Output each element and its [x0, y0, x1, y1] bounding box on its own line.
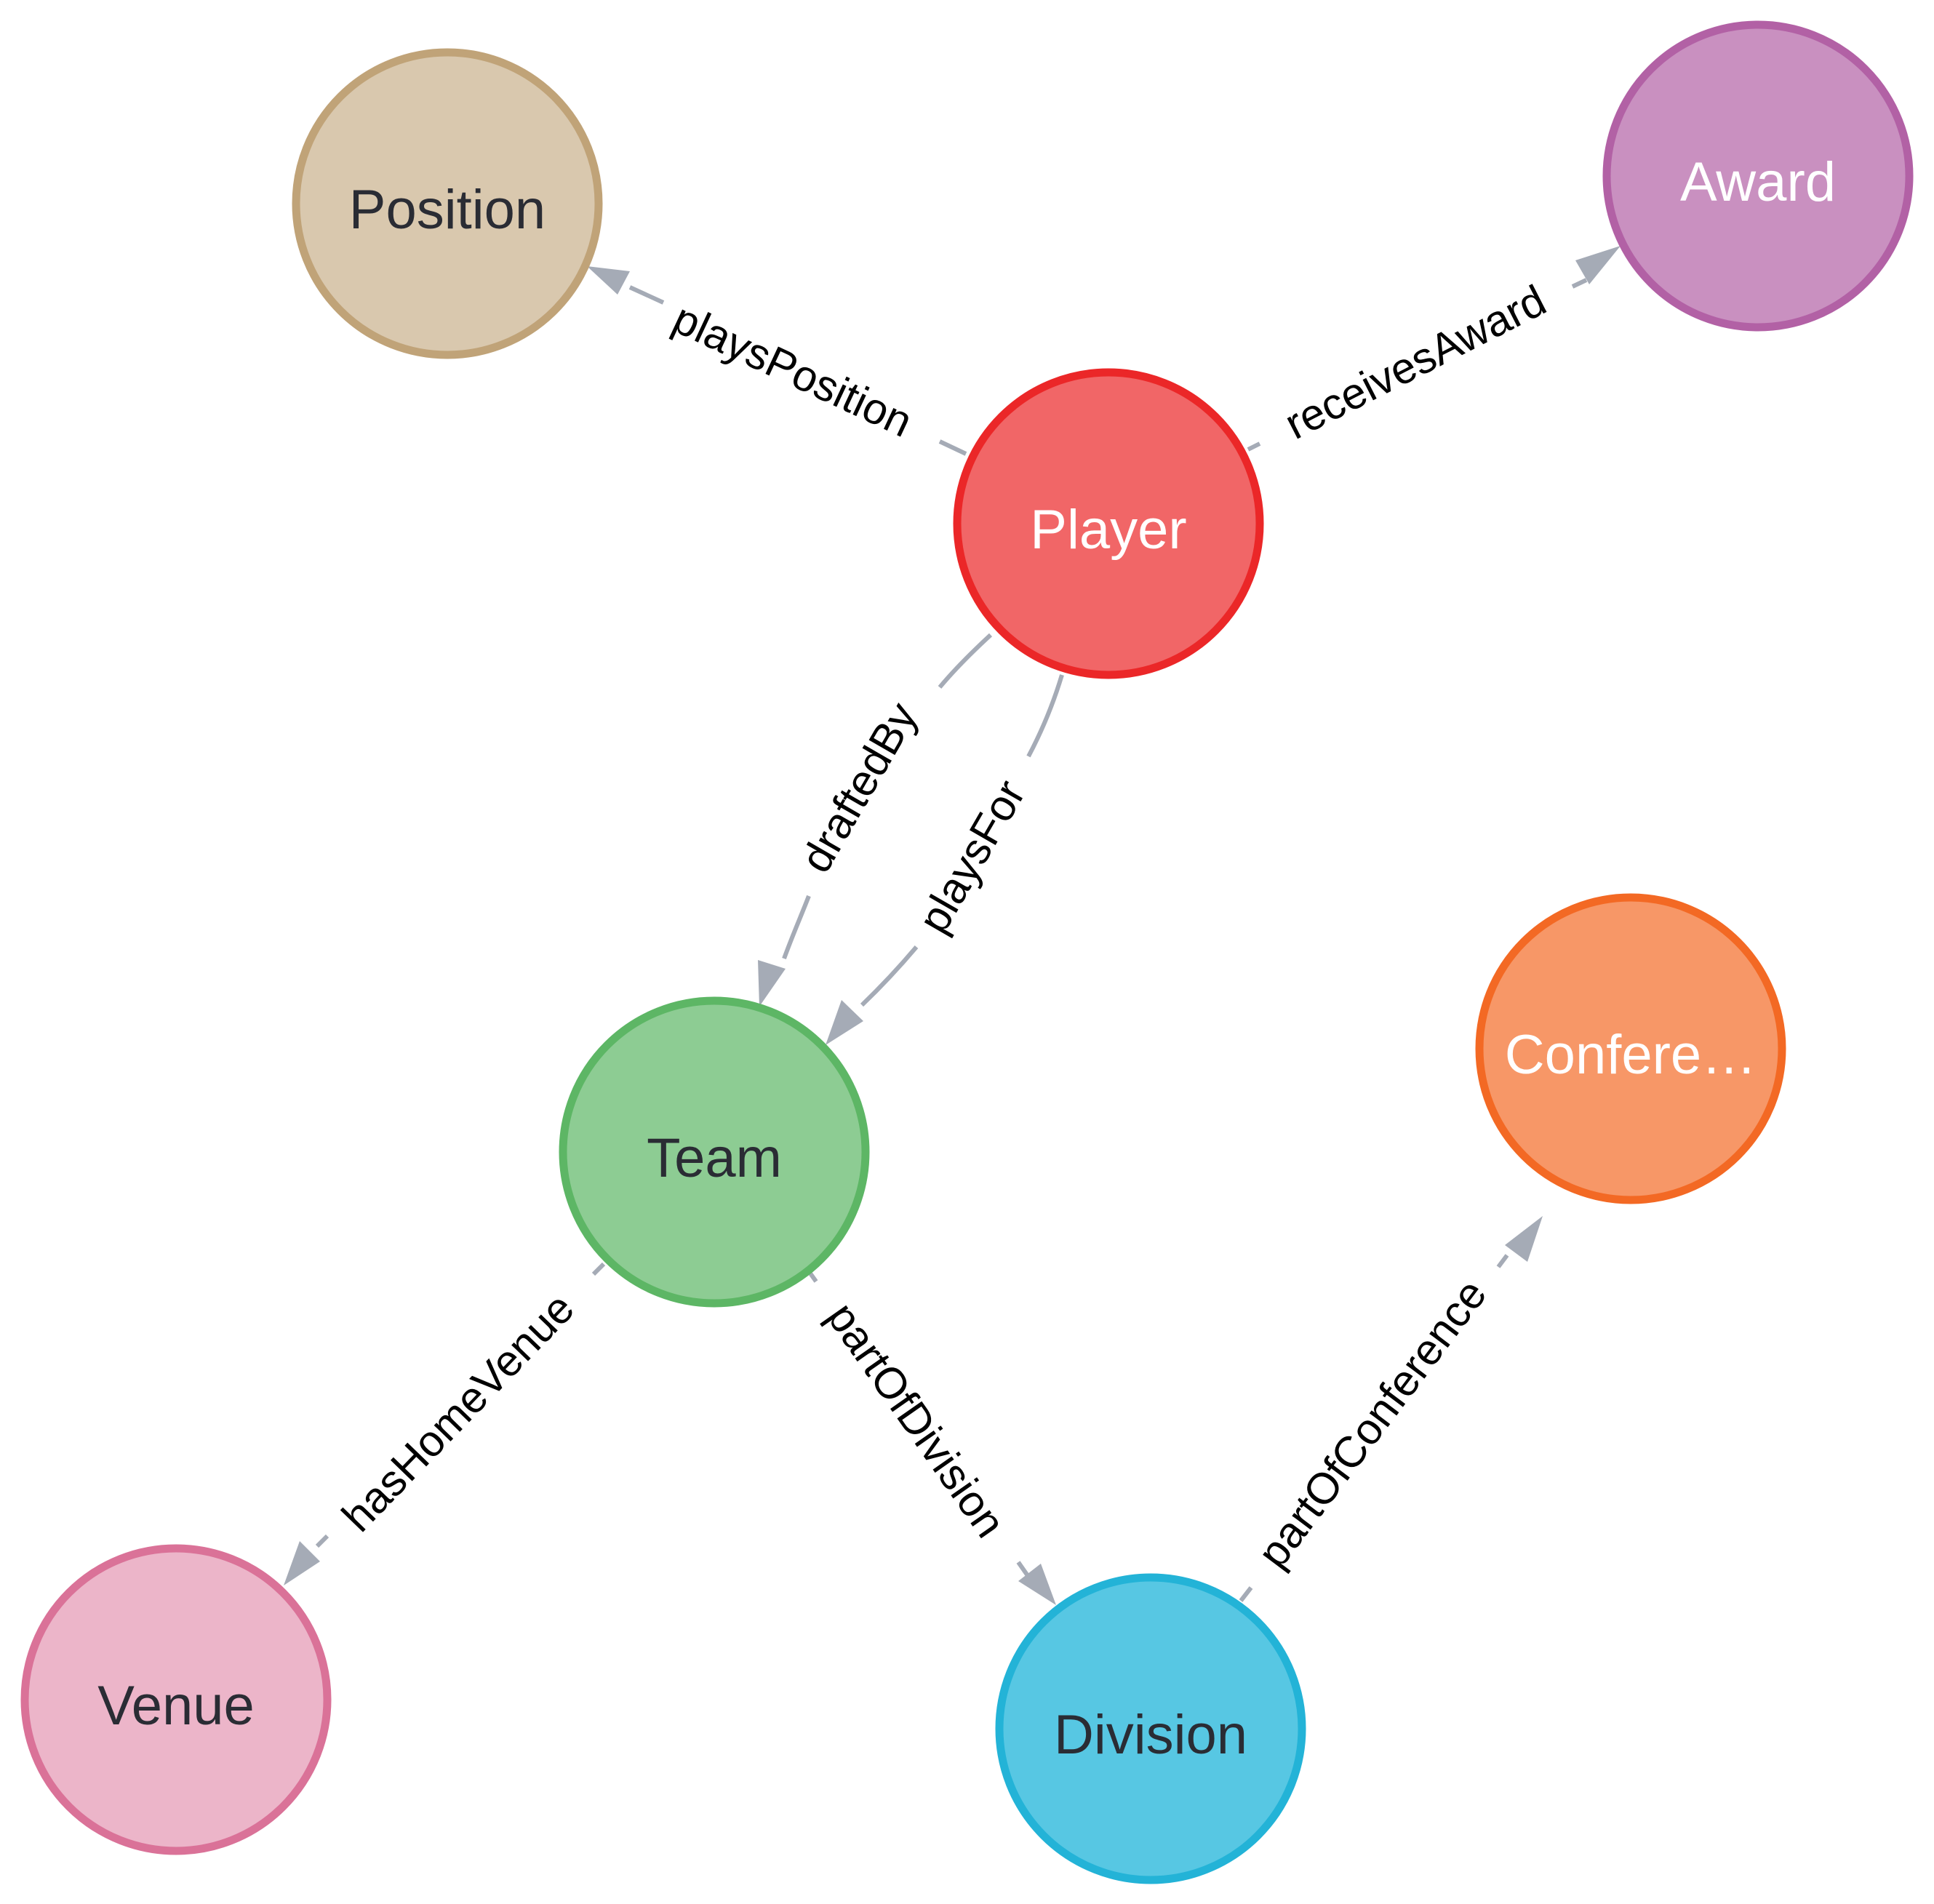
edge-plays-position[interactable]: playsPosition	[587, 266, 967, 456]
node-award-label: Award	[1680, 151, 1836, 213]
node-venue[interactable]: Venue	[20, 1544, 332, 1855]
node-team-label: Team	[647, 1127, 782, 1189]
edge-label-has-home-venue: hasHomeVenue	[332, 1284, 583, 1541]
node-position-circle	[292, 48, 603, 359]
edge-receives-award[interactable]: receivesAward	[1247, 246, 1621, 452]
node-division-circle	[995, 1573, 1306, 1884]
node-award-circle	[1602, 20, 1914, 332]
edge-drafted-by[interactable]: draftedBy	[758, 633, 993, 1007]
node-venue-circle	[20, 1544, 332, 1855]
node-player-label: Player	[1030, 499, 1186, 561]
node-conference-circle	[1475, 893, 1786, 1204]
node-award[interactable]: Award	[1602, 20, 1914, 332]
edge-part-of-division[interactable]: partOfDivision	[807, 1270, 1056, 1605]
node-team-circle	[559, 996, 870, 1308]
node-division[interactable]: Division	[995, 1573, 1306, 1884]
node-team[interactable]: Team	[559, 996, 870, 1308]
node-conference-label: Confere…	[1505, 1024, 1757, 1086]
node-player[interactable]: Player	[953, 368, 1264, 679]
node-position[interactable]: Position	[292, 48, 603, 359]
node-division-label: Division	[1054, 1704, 1247, 1766]
edge-label-plays-for: playsFor	[908, 772, 1034, 941]
node-player-circle	[953, 368, 1264, 679]
node-conference[interactable]: Confere…	[1475, 893, 1786, 1204]
edge-label-part-of-division: partOfDivision	[818, 1294, 1015, 1546]
node-position-label: Position	[349, 179, 546, 241]
edge-part-of-conference[interactable]: partOfConference	[1239, 1216, 1543, 1602]
edge-has-home-venue[interactable]: hasHomeVenue	[284, 1262, 606, 1585]
edge-label-part-of-conference: partOfConference	[1248, 1271, 1496, 1577]
node-venue-label: Venue	[97, 1675, 255, 1737]
edge-label-drafted-by: draftedBy	[791, 695, 927, 881]
edge-plays-for[interactable]: playsFor	[826, 674, 1064, 1045]
edge-label-receives-award: receivesAward	[1277, 276, 1554, 449]
edge-label-plays-position: playsPosition	[666, 294, 920, 447]
